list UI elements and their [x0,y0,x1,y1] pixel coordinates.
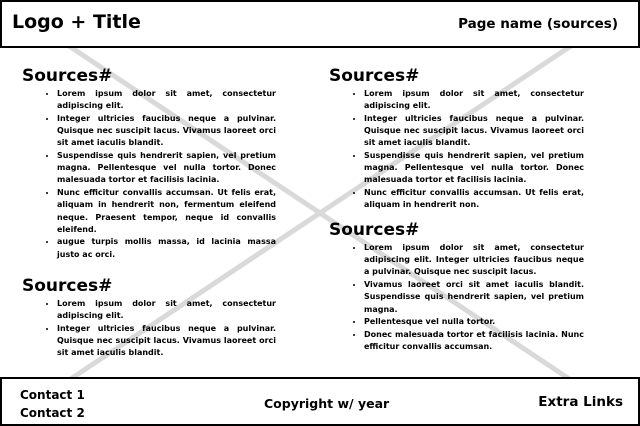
sources-list: Lorem ipsum dolor sit amet, consectetur … [22,298,276,360]
list-item: Integer ultricies faucibus neque a pulvi… [57,113,276,150]
list-item: Donec malesuada tortor et facilisis laci… [364,329,584,353]
list-item: Lorem ipsum dolor sit amet, consectetur … [364,88,584,112]
list-item: Nunc efficitur convallis accumsan. Ut fe… [364,187,584,211]
sources-list: Lorem ipsum dolor sit amet, consectetur … [329,242,584,353]
contact-1-link[interactable]: Contact 1 [20,388,85,402]
sources-section-3: Sources# Lorem ipsum dolor sit amet, con… [329,65,584,212]
extra-links[interactable]: Extra Links [538,394,623,410]
site-header: Logo + Title Page name (sources) [0,0,640,48]
list-item: Integer ultricies faucibus neque a pulvi… [364,113,584,150]
sources-list: Lorem ipsum dolor sit amet, consectetur … [22,88,276,261]
contact-2-link[interactable]: Contact 2 [20,406,85,420]
list-item: Nunc efficitur convallis accumsan. Ut fe… [57,187,276,236]
sources-list: Lorem ipsum dolor sit amet, consectetur … [329,88,584,212]
copyright-text: Copyright w/ year [264,396,390,411]
section-heading: Sources# [22,66,113,86]
list-item: Vivamus laoreet orci sit amet iaculis bl… [364,279,584,316]
list-item: Lorem ipsum dolor sit amet, consectetur … [57,88,276,112]
section-heading: Sources# [329,220,420,240]
list-item: Suspendisse quis hendrerit sapien, vel p… [364,150,584,187]
section-heading: Sources# [329,66,420,86]
list-item: Pellentesque vel nulla tortor. [364,316,584,328]
contact-links: Contact 1 Contact 2 [20,386,85,422]
section-heading: Sources# [22,276,113,296]
list-item: Suspendisse quis hendrerit sapien, vel p… [57,150,276,187]
list-item: Lorem ipsum dolor sit amet, consectetur … [364,242,584,279]
sources-section-1: Sources# Lorem ipsum dolor sit amet, con… [22,65,276,261]
sources-section-2: Sources# Lorem ipsum dolor sit amet, con… [22,275,276,360]
page-name: Page name (sources) [458,16,618,32]
logo-title[interactable]: Logo + Title [12,11,141,33]
list-item: Integer ultricies faucibus neque a pulvi… [57,323,276,360]
list-item: augue turpis mollis massa, id lacinia ma… [57,236,276,260]
list-item: Lorem ipsum dolor sit amet, consectetur … [57,298,276,322]
site-footer: Contact 1 Contact 2 Copyright w/ year Ex… [0,377,640,426]
sources-section-4: Sources# Lorem ipsum dolor sit amet, con… [329,219,584,354]
